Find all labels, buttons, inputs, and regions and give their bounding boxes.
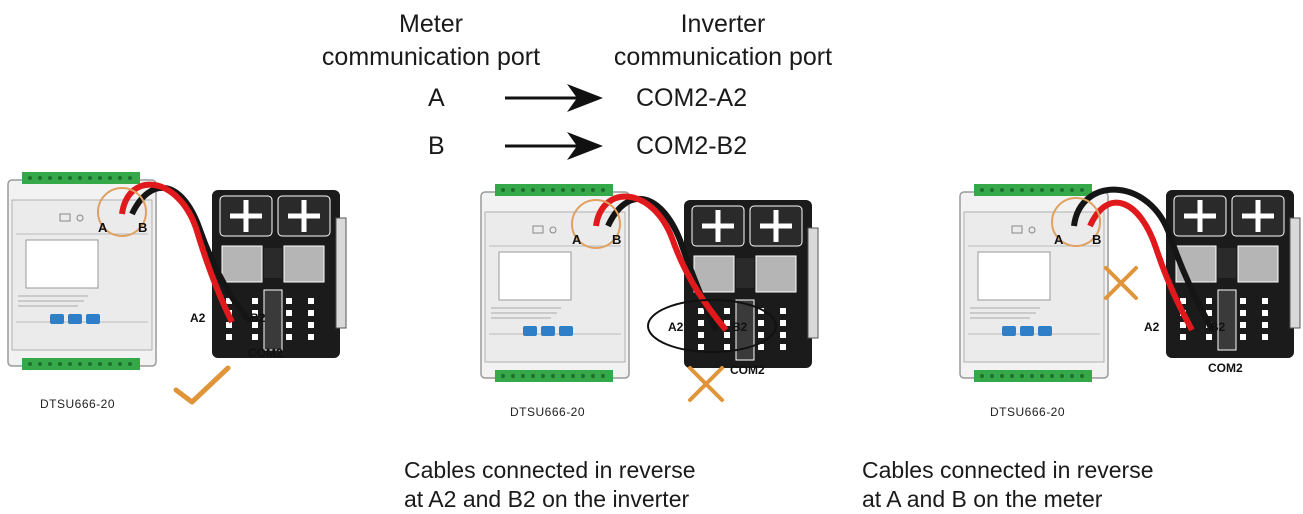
cross-icon <box>688 366 724 402</box>
meter-model-label: DTSU666-20 <box>510 405 586 419</box>
inverter-port-label: COM2 <box>1208 361 1243 375</box>
inverter-terminal-b2-label: B2 <box>1210 320 1226 334</box>
inverter-terminal-a2-label: A2 <box>1144 320 1160 334</box>
mapping-inverter-b: COM2-B2 <box>636 132 748 160</box>
meter-terminal-a-label: A <box>572 232 582 247</box>
inverter-port-title: Inverter communication port <box>613 10 833 71</box>
meter-model-label: DTSU666-20 <box>990 405 1066 419</box>
inverter-terminal-b2-label: B2 <box>732 320 748 334</box>
mapping-meter-b: B <box>428 132 445 160</box>
caption-reverse-inverter: Cables connected in reverse at A2 and B2… <box>404 457 696 512</box>
meter-terminal-b-label: B <box>138 220 148 235</box>
inverter-port-label: COM2 <box>248 346 283 360</box>
meter-terminal-b-label: B <box>1092 232 1102 247</box>
meter-terminal-b-label: B <box>612 232 622 247</box>
meter-model-label: DTSU666-20 <box>40 397 116 411</box>
checkmark-icon <box>173 365 231 405</box>
inverter-terminal-a2-label: A2 <box>190 311 206 325</box>
arrow-right-icon <box>505 132 603 160</box>
cross-icon <box>1104 266 1138 300</box>
mapping-inverter-a: COM2-A2 <box>636 84 748 112</box>
inverter-terminal-b2-label: B2 <box>250 311 266 325</box>
meter-port-title: Meter communication port <box>321 10 541 71</box>
meter-terminal-a-label: A <box>98 220 108 235</box>
inverter-port-label: COM2 <box>730 363 765 377</box>
arrow-right-icon <box>505 84 603 112</box>
meter-terminal-a-label: A <box>1054 232 1064 247</box>
inverter-terminal-a2-label: A2 <box>668 320 684 334</box>
mapping-meter-a: A <box>428 84 445 112</box>
caption-reverse-meter: Cables connected in reverse at A and B o… <box>862 457 1154 512</box>
